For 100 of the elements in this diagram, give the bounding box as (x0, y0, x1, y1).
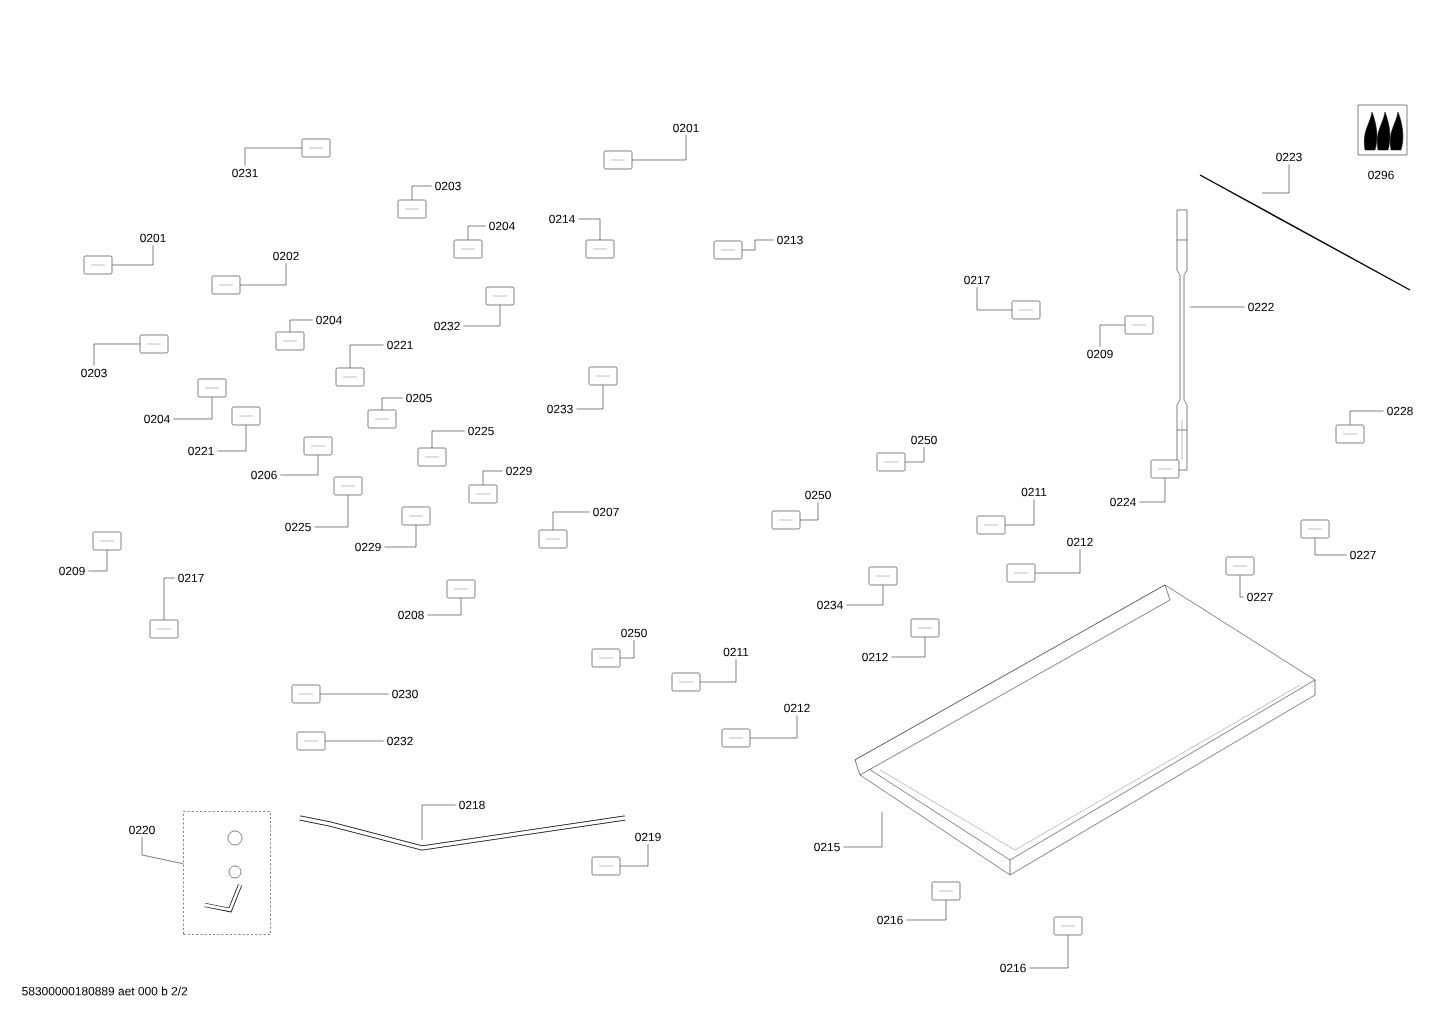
leader-line (411, 185, 432, 200)
leader-line (1139, 478, 1166, 503)
callout-number: 0204 (489, 221, 515, 231)
leader-line (463, 305, 501, 327)
part-drawing (197, 378, 227, 398)
part-drawing (868, 566, 898, 586)
callout-number: 0209 (59, 566, 85, 576)
leader-line (1189, 306, 1245, 308)
tray-drawing (854, 584, 1316, 876)
leader-line (1239, 575, 1244, 598)
part-drawing (591, 856, 621, 876)
leader-line (750, 715, 798, 739)
part-drawing (538, 529, 568, 549)
leader-line (1029, 935, 1069, 969)
callout-number: 0221 (387, 340, 413, 350)
part-drawing (1225, 556, 1255, 576)
part-drawing (876, 452, 906, 472)
callout-number: 0216 (877, 915, 903, 925)
callout-number: 0233 (547, 404, 573, 414)
part-drawing (771, 510, 801, 530)
leader-line (112, 245, 154, 266)
leader-line (1314, 538, 1347, 556)
part-drawing (149, 619, 179, 639)
leader-line (384, 525, 417, 548)
leader-line (891, 637, 926, 658)
part-drawing (211, 275, 241, 295)
leader-line (620, 844, 649, 867)
part-number: 0296 (1368, 170, 1394, 180)
part-drawing (721, 728, 751, 748)
part-drawing (591, 648, 621, 668)
leader-line (905, 447, 925, 463)
part-drawing (291, 684, 321, 704)
part-drawing (139, 334, 169, 354)
callout-number: 0205 (406, 393, 432, 403)
leader-line (578, 218, 601, 240)
leader-line (173, 397, 213, 420)
probe-drawing (1176, 209, 1188, 471)
callout-number: 0201 (140, 233, 166, 243)
leader-line (349, 344, 384, 368)
callout-number: 0222 (1248, 302, 1274, 312)
callout-number: 0203 (435, 181, 461, 191)
leader-line (632, 135, 687, 161)
leader-line (244, 147, 302, 166)
callout-number: 0225 (285, 522, 311, 532)
part-drawing (296, 731, 326, 751)
part-drawing (1335, 424, 1365, 444)
callout-number: 0204 (316, 315, 342, 325)
callout-number: 0212 (784, 703, 810, 713)
leader-line (421, 804, 456, 841)
part-drawing (303, 436, 333, 456)
part-drawing (713, 240, 743, 260)
callout-number: 0227 (1247, 592, 1273, 602)
leader-line (314, 495, 349, 528)
document-number: 58300000180889 aet 000 b 2/2 (22, 986, 188, 996)
callout-number: 0216 (1000, 963, 1026, 973)
part-drawing (92, 531, 122, 551)
part-drawing (1011, 300, 1041, 320)
leader-line (141, 837, 184, 864)
callout-number: 0228 (1387, 406, 1413, 416)
callout-number: 0211 (1021, 487, 1047, 497)
leader-line (1005, 499, 1035, 526)
leader-line (846, 585, 884, 606)
callout-number: 0203 (81, 368, 107, 378)
part-drawing (453, 239, 483, 259)
part-drawing (231, 406, 261, 426)
callout-number: 0250 (621, 628, 647, 638)
callout-number: 0212 (862, 652, 888, 662)
leader-line (240, 263, 287, 286)
callout-number: 0229 (506, 466, 532, 476)
part-drawing (333, 476, 363, 496)
leader-line (620, 640, 635, 659)
callout-number: 0234 (817, 600, 843, 610)
part-drawing (1124, 315, 1154, 335)
part-drawing (446, 579, 476, 599)
callout-number: 0250 (805, 490, 831, 500)
callout-number: 0208 (398, 610, 424, 620)
callout-number: 0227 (1350, 550, 1376, 560)
leader-line (320, 693, 389, 695)
callout-number: 0214 (549, 214, 575, 224)
part-drawing (585, 239, 615, 259)
part-drawing (485, 286, 515, 306)
part-drawing (976, 515, 1006, 535)
leader-line (163, 577, 175, 620)
callout-number: 0232 (434, 321, 460, 331)
callout-number: 0202 (273, 251, 299, 261)
callout-number: 0211 (723, 647, 749, 657)
leader-line (843, 811, 883, 848)
callout-number: 0217 (178, 573, 204, 583)
callout-number: 0229 (355, 542, 381, 552)
leader-line (381, 397, 403, 410)
leader-line (1349, 410, 1384, 425)
part-drawing (910, 618, 940, 638)
part-drawing (83, 255, 113, 275)
callout-number: 0219 (635, 832, 661, 842)
callout-number: 0225 (468, 426, 494, 436)
part-drawing (671, 672, 701, 692)
callout-number: 0230 (392, 689, 418, 699)
leader-line (1261, 164, 1290, 194)
part-drawing (931, 881, 961, 901)
part-drawing (301, 138, 331, 158)
